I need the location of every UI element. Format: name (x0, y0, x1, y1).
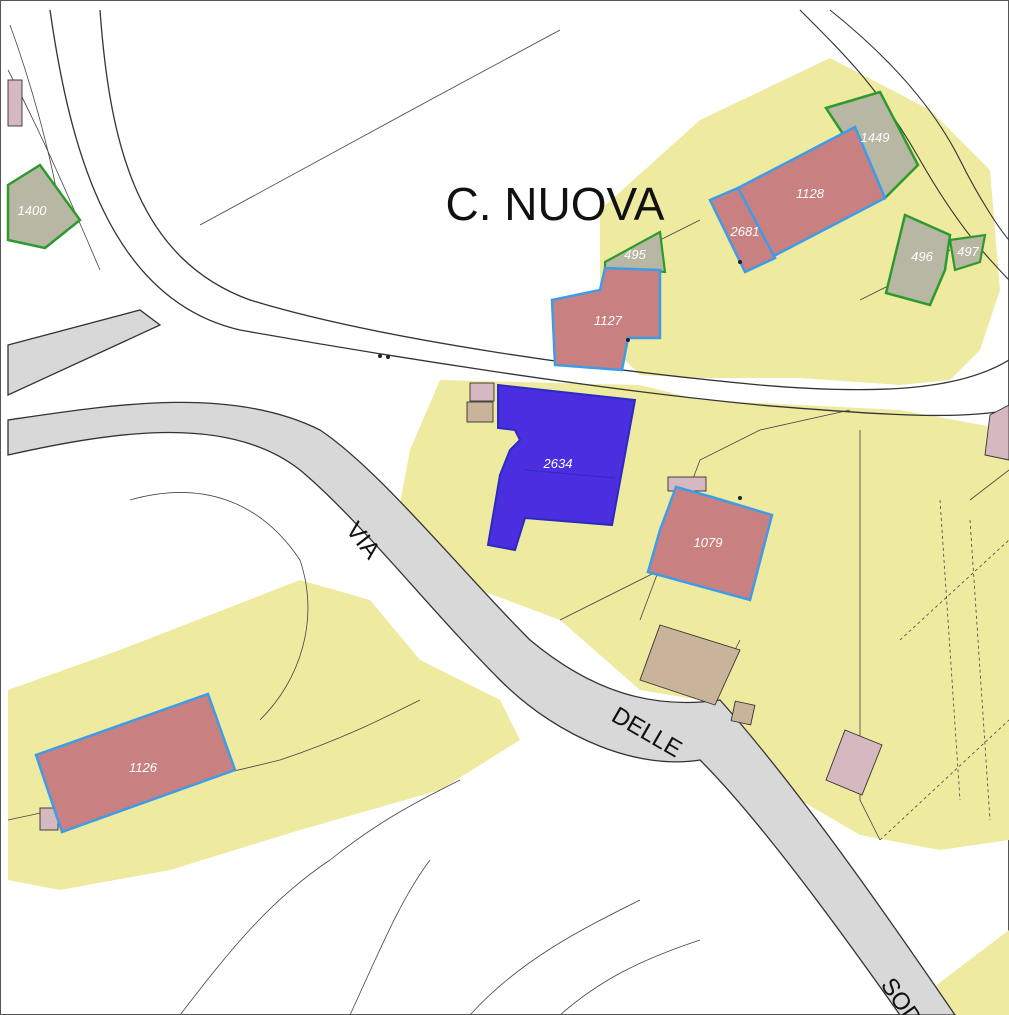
parcel-2634[interactable] (486, 383, 637, 552)
shed (7, 79, 23, 127)
shed (466, 401, 494, 423)
parcel-2634-inner-line (524, 469, 616, 479)
roads (7, 9, 1009, 1015)
parcel-1126[interactable] (34, 692, 237, 834)
dashed-lines (879, 499, 1009, 841)
road-lane-ne-2 (829, 9, 1009, 241)
parcel-label-1079: 1079 (694, 535, 723, 550)
road-branch-west (7, 309, 162, 397)
shed (639, 624, 741, 706)
shed (730, 700, 756, 726)
parcel-2681[interactable] (708, 186, 777, 274)
shed (825, 729, 883, 796)
parcel-1127[interactable] (550, 266, 662, 372)
parcel-label-1127: 1127 (594, 313, 623, 328)
parcel-label-495: 495 (624, 247, 646, 262)
shed (984, 404, 1009, 461)
land-area-south-east-corner (930, 930, 1009, 1015)
parcel-label-1400: 1400 (18, 203, 48, 218)
parcel-1400[interactable] (6, 163, 82, 250)
parcel-label-2681: 2681 (730, 224, 760, 239)
parcel-label-1126: 1126 (129, 760, 158, 775)
land-area-south-west (8, 580, 520, 890)
parcels[interactable] (6, 90, 987, 834)
parcel-497[interactable] (948, 233, 987, 272)
parcel-1079[interactable] (646, 485, 774, 602)
survey-points (378, 260, 742, 500)
parcel-label-2634: 2634 (543, 456, 573, 471)
parcel-495[interactable] (603, 230, 667, 274)
shed (469, 382, 495, 402)
parcel-label-496: 496 (911, 249, 933, 264)
parcel-label-497: 497 (957, 244, 979, 259)
road-lane-north (99, 9, 1009, 391)
parcel-label-1449: 1449 (861, 130, 890, 145)
sheds (7, 79, 1009, 831)
road-lane-ne (799, 9, 1009, 281)
parcel-labels: 1400 1449 1128 2681 495 496 497 1127 263… (18, 130, 980, 775)
parcel-label-1128: 1128 (796, 186, 825, 201)
road-lane-north-edge (49, 9, 1009, 417)
parcel-496[interactable] (884, 213, 952, 307)
place-name: C. NUOVA (446, 178, 665, 230)
